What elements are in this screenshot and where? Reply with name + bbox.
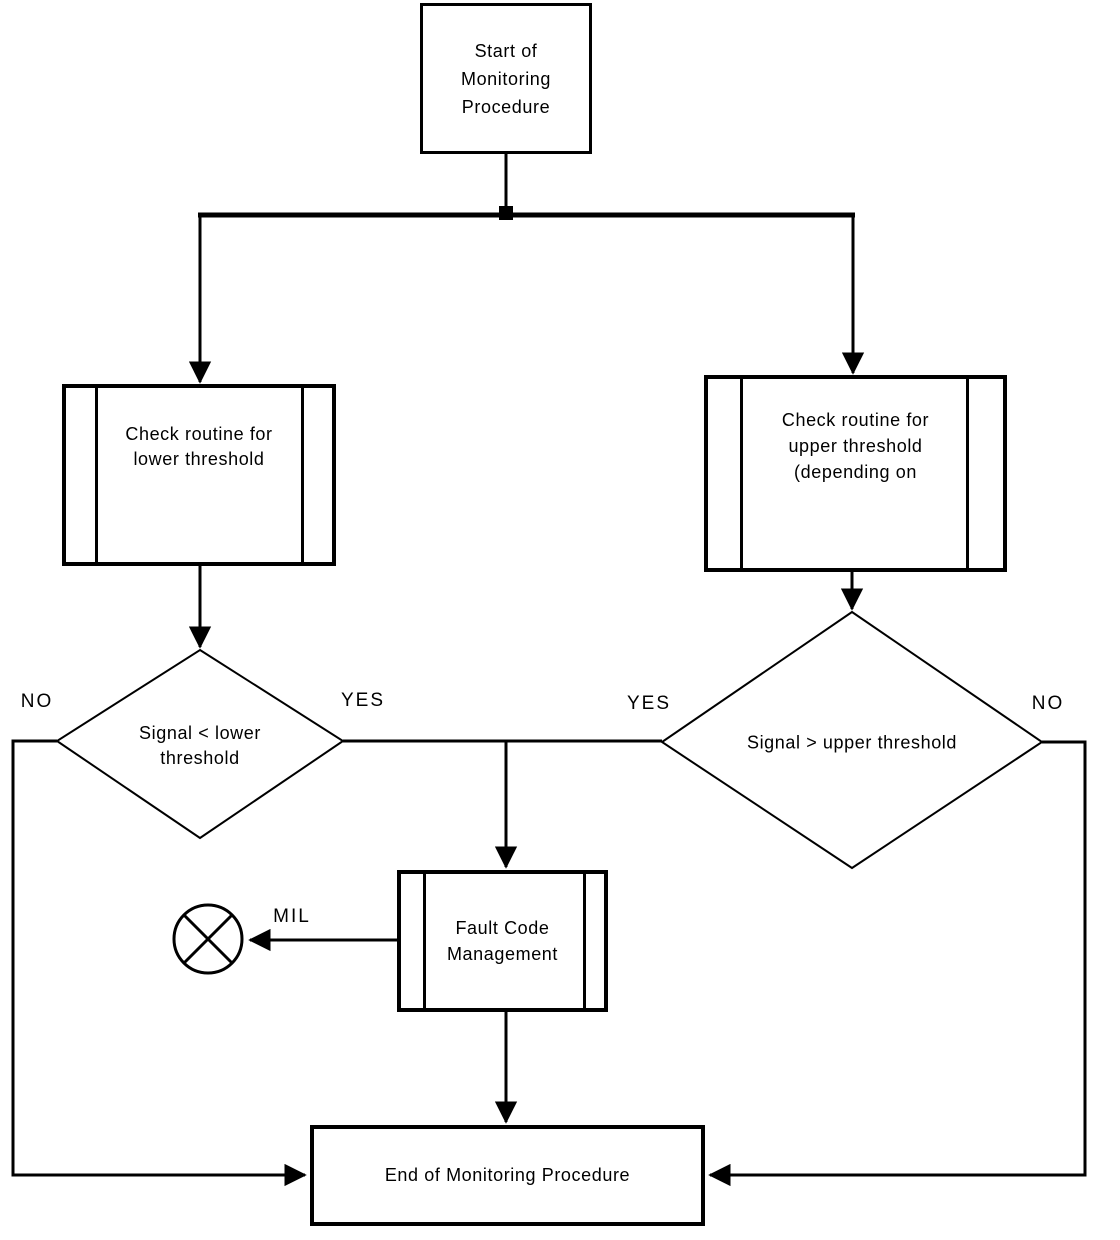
edge-label-yes-left: YES [340,690,386,711]
check-lower-threshold-node: Check routine for lower threshold [62,384,336,566]
end-node: End of Monitoring Procedure [310,1125,705,1226]
edge-label-mil: MIL [273,906,311,927]
decision-upper-label: Signal > upper threshold [746,732,958,753]
edge-label-no-left: NO [20,691,54,712]
decision-upper-shape [660,610,1044,870]
start-node: Start of Monitoring Procedure [420,3,592,154]
edge-label-no-right: NO [1031,693,1065,714]
decision-lower-label: Signal < lower threshold [139,723,261,768]
fault-code-management-node: Fault Code Management [397,870,608,1012]
check-upper-threshold-node: Check routine for upper threshold (depen… [704,375,1007,572]
mil-lamp-icon [172,903,244,975]
edge-label-yes-right: YES [626,693,672,714]
edge-no-right-to-end [708,740,1087,1187]
edge-no-left-to-end [11,739,307,1187]
decision-lower-shape [55,648,345,840]
